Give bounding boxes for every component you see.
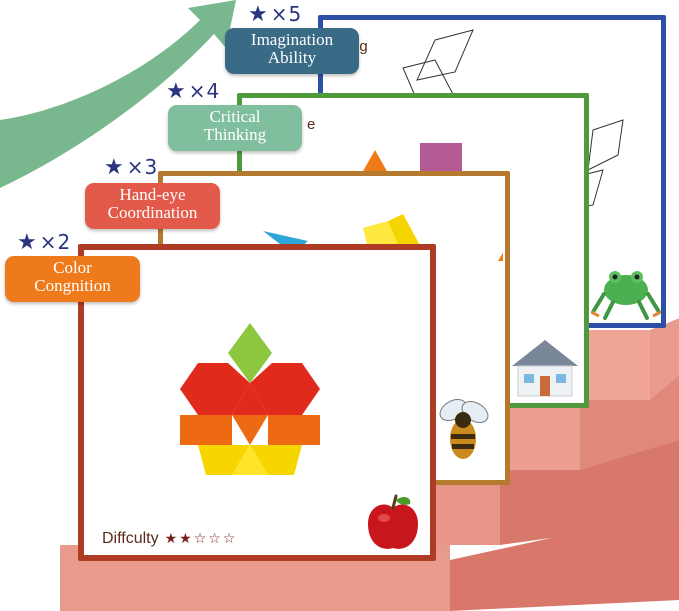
card-label: e <box>307 116 316 133</box>
difficulty-rating: Diffculty ★★☆☆☆ <box>102 530 237 548</box>
skill-badge-imagination: Imagination Ability <box>225 28 359 74</box>
stars-count: ×3 <box>126 155 159 179</box>
skill-line-1: Critical <box>209 107 261 126</box>
level-stars-2: ★×2 <box>17 230 71 255</box>
level-stars-5: ★×5 <box>248 2 302 27</box>
difficulty-stars: ★★☆☆☆ <box>164 531 238 547</box>
apple-icon <box>368 494 418 549</box>
stars-count: ×5 <box>270 2 303 26</box>
skill-badge-color: Color Congnition <box>5 256 140 302</box>
skill-badge-hand-eye: Hand-eye Coordination <box>85 183 220 229</box>
star-icon: ★ <box>104 155 125 180</box>
skill-line-1: Color <box>53 258 92 277</box>
skill-line-2: Ability <box>267 48 317 67</box>
skill-line-2: Coordination <box>107 203 198 222</box>
difficulty-label: Diffculty <box>102 530 159 547</box>
star-icon: ★ <box>166 79 187 104</box>
skill-line-2: Congnition <box>34 276 111 295</box>
skill-badge-critical-thinking: Critical Thinking <box>168 105 302 151</box>
level-stars-4: ★×4 <box>166 79 220 104</box>
star-icon: ★ <box>17 230 38 255</box>
house-icon <box>512 340 578 397</box>
stars-count: ×2 <box>39 230 72 254</box>
skill-line-1: Imagination <box>250 30 334 49</box>
skill-line-2: Thinking <box>203 125 267 144</box>
apple-pattern <box>180 323 320 475</box>
stars-count: ×4 <box>188 79 221 103</box>
skill-line-1: Hand-eye <box>119 185 186 204</box>
bee-icon <box>439 399 489 459</box>
frog-icon <box>591 271 661 320</box>
star-icon: ★ <box>248 2 269 27</box>
pattern-card-apple: le Diffculty★★☆☆☆ <box>78 244 436 561</box>
level-stars-3: ★×3 <box>104 155 158 180</box>
